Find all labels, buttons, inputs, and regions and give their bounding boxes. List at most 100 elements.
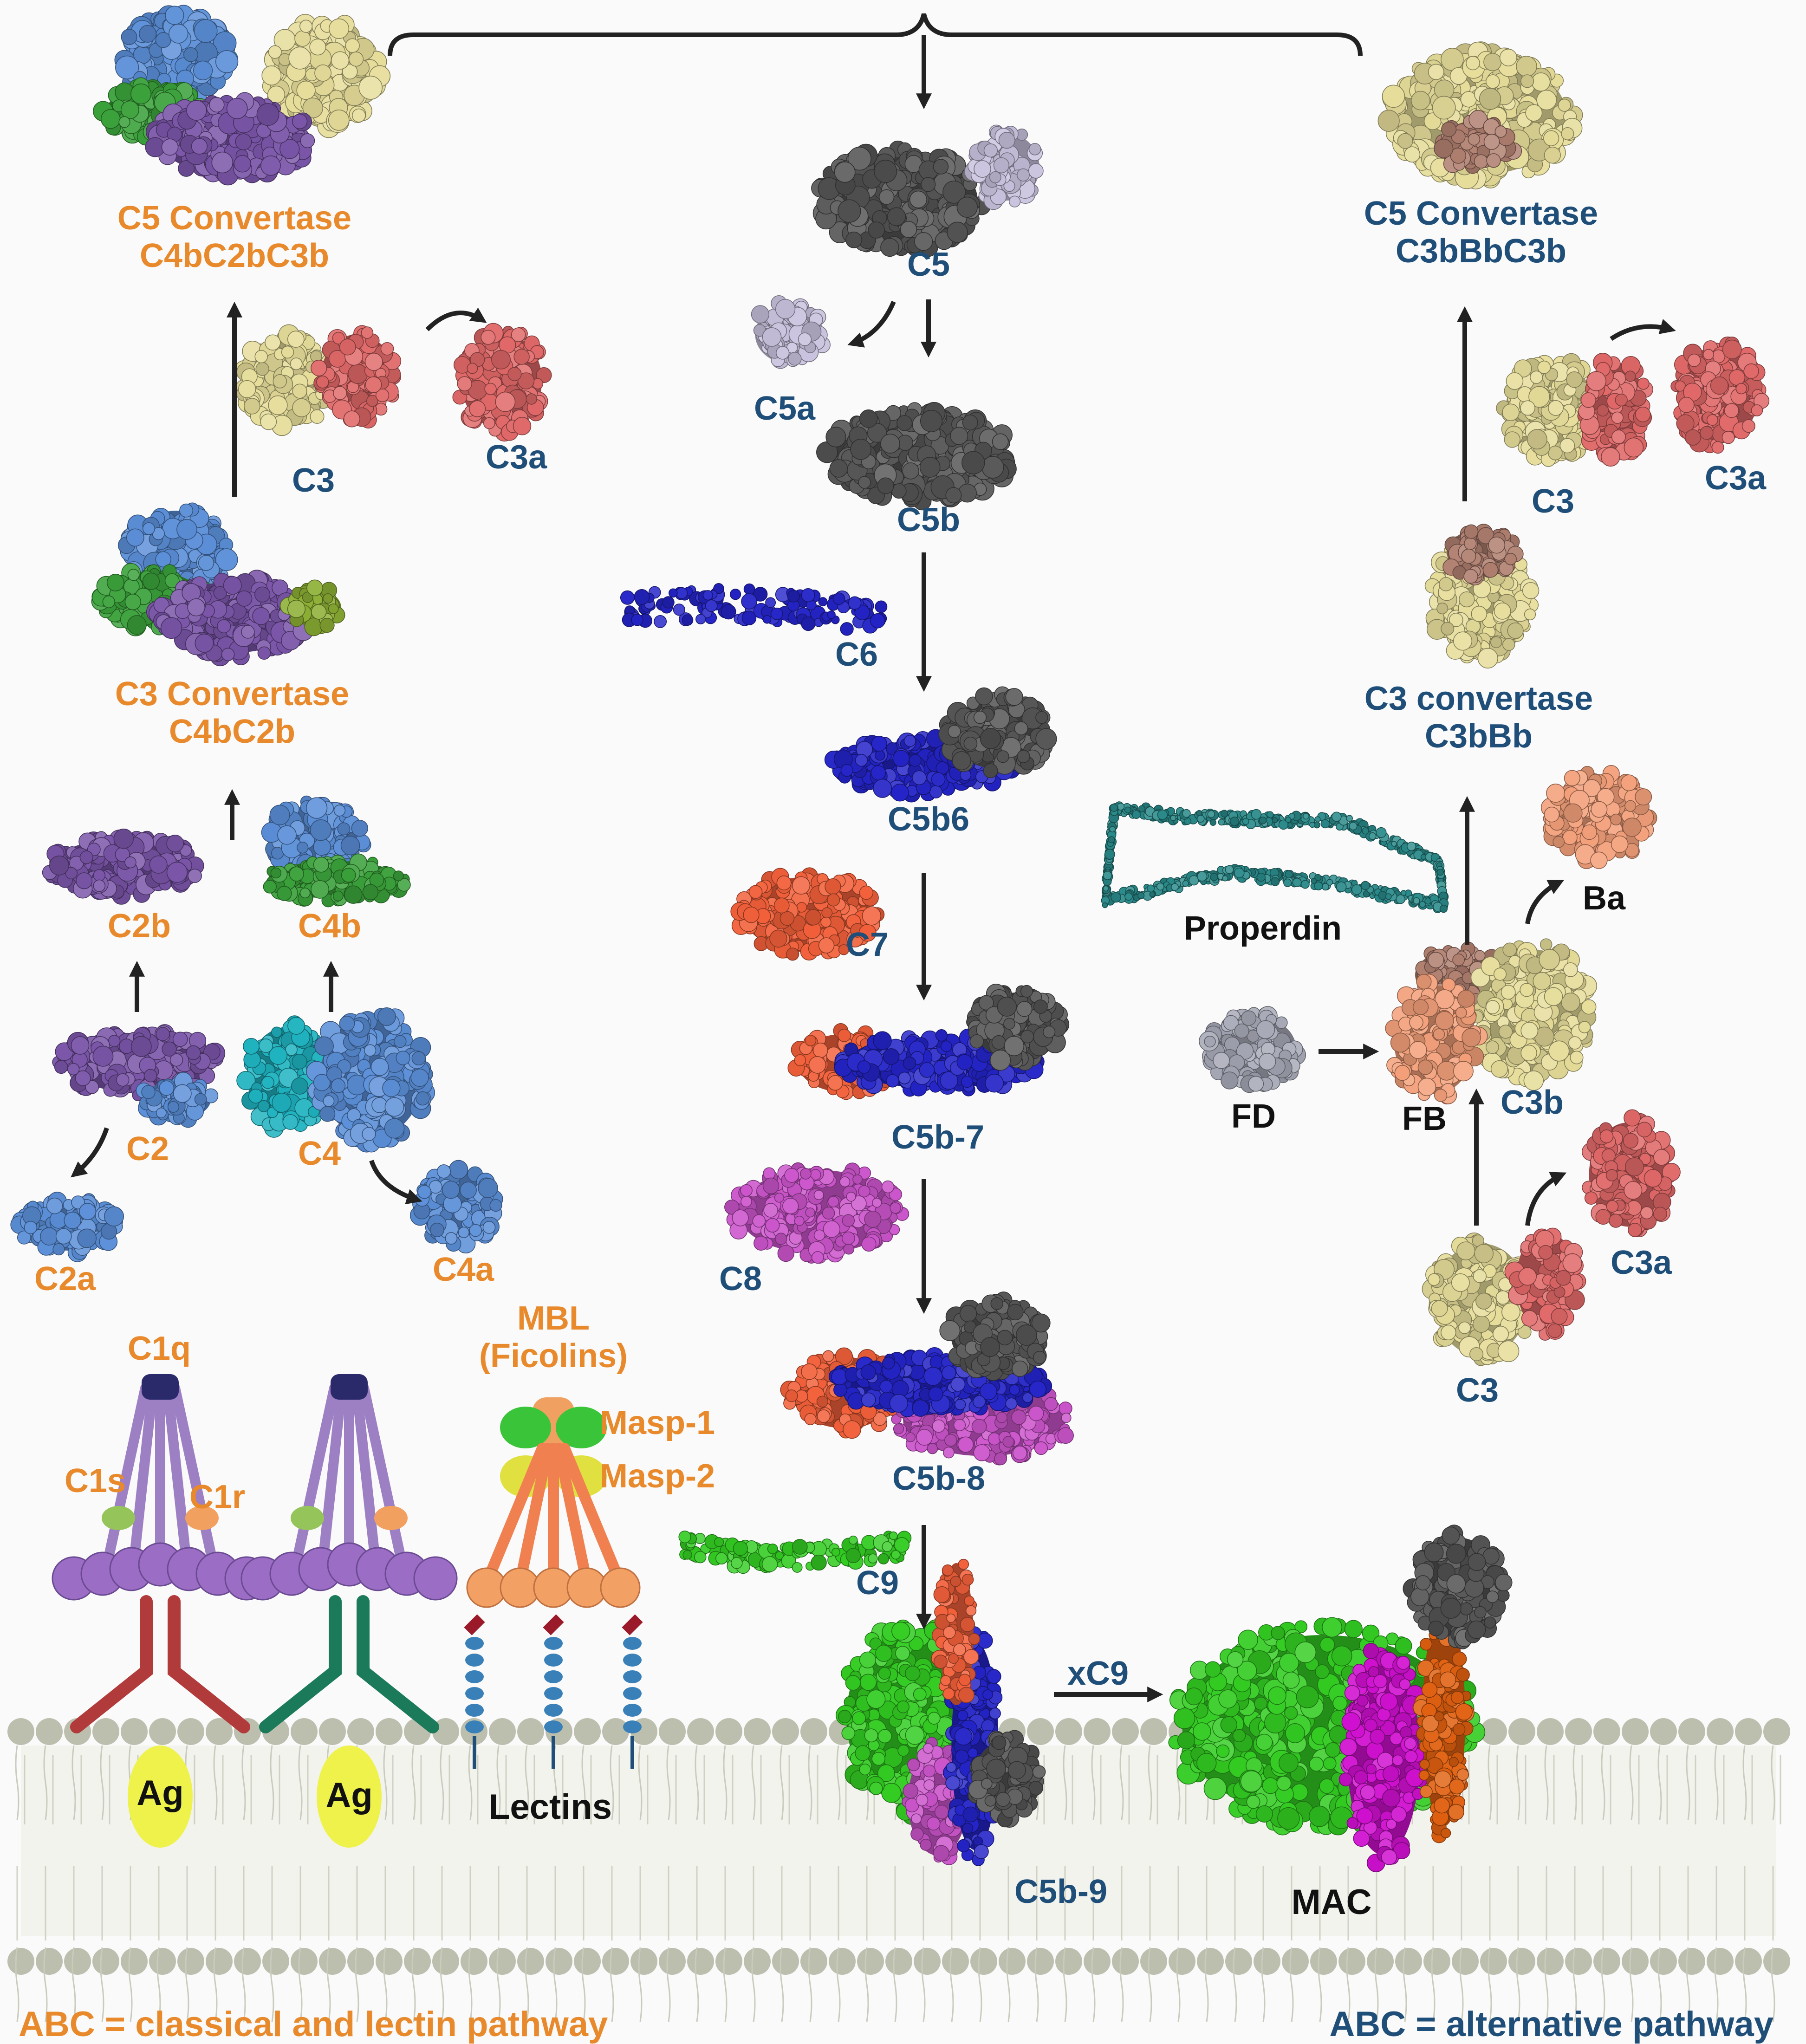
lipid-head — [914, 1948, 941, 1975]
label-ag-2: Ag — [325, 1776, 372, 1815]
c5a-protein — [752, 296, 831, 369]
label-mbl: MBL(Ficolins) — [479, 1300, 628, 1375]
lectin-receptor-bead — [465, 1637, 484, 1650]
lipid-head — [1622, 1718, 1649, 1745]
lipid-head — [602, 1718, 629, 1745]
lipid-head — [546, 1948, 572, 1975]
lipid-head — [659, 1718, 686, 1745]
lipid-head — [744, 1948, 771, 1975]
lipid-head — [1140, 1718, 1167, 1745]
c1s-domain — [291, 1506, 324, 1530]
lipid-head — [432, 1948, 459, 1975]
lipid-head — [1650, 1718, 1677, 1745]
lipid-head — [1282, 1948, 1309, 1975]
label-c3a-alt-bottom: C3a — [1611, 1244, 1672, 1282]
lipid-head — [234, 1948, 261, 1975]
arrow-to-c3a-alt-bottom — [1527, 1174, 1562, 1226]
c5b6-gray — [939, 687, 1057, 778]
label-c5b6: C5b6 — [888, 801, 969, 838]
lipid-head — [206, 1948, 233, 1975]
lectin-ligand — [543, 1614, 564, 1635]
lipid-head — [1310, 1948, 1337, 1975]
lipid-head — [1112, 1948, 1139, 1975]
lectin-receptor-bead — [623, 1687, 642, 1700]
lectin-receptor-bead — [544, 1654, 563, 1667]
lipid-head — [1735, 1718, 1762, 1745]
label-xc9: xC9 — [1067, 1655, 1129, 1693]
lipid-head — [1027, 1948, 1054, 1975]
lipid-head — [149, 1718, 176, 1745]
lectin-receptor-bead — [465, 1654, 484, 1667]
lipid-head — [772, 1718, 799, 1745]
lipid-head — [1537, 1718, 1564, 1745]
label-masp-2: Masp-2 — [600, 1458, 715, 1495]
lectin-receptor-bead — [623, 1720, 642, 1733]
lipid-head — [1055, 1948, 1082, 1975]
properdin-protein — [1101, 802, 1448, 913]
lipid-head — [92, 1718, 119, 1745]
lectin-receptor-bead — [544, 1687, 563, 1700]
label-c5b-7: C5b-7 — [891, 1119, 984, 1156]
lipid-head — [1593, 1718, 1620, 1745]
lipid-head — [970, 1948, 997, 1975]
label-c8: C8 — [719, 1260, 762, 1298]
lipid-tail — [16, 1746, 19, 1820]
lipid-head — [630, 1948, 657, 1975]
masp-1 — [500, 1407, 551, 1448]
lipid-head — [517, 1718, 544, 1745]
lipid-head — [885, 1948, 912, 1975]
lipid-head — [1169, 1948, 1195, 1975]
c3a-alt-top — [1671, 337, 1769, 454]
lipid-head — [659, 1948, 686, 1975]
lipid-head — [64, 1948, 91, 1975]
label-masp-1: Masp-1 — [600, 1404, 715, 1442]
lipid-head — [687, 1718, 714, 1745]
c3a-left — [453, 324, 552, 441]
label-c3-alt-top: C3 — [1532, 483, 1574, 520]
lipid-head — [1084, 1718, 1111, 1745]
lipid-head — [715, 1718, 742, 1745]
c2a-protein — [11, 1192, 123, 1262]
lipid-head — [800, 1948, 827, 1975]
label-c9: C9 — [856, 1564, 899, 1602]
lipid-head — [800, 1718, 827, 1745]
label-c2b: C2b — [108, 908, 171, 945]
lipid-head — [1055, 1718, 1082, 1745]
lipid-head — [1367, 1948, 1394, 1975]
lipid-head — [319, 1948, 346, 1975]
lipid-head — [1707, 1948, 1734, 1975]
mbl-head — [601, 1568, 640, 1607]
arrow-c2-to-c2a — [74, 1128, 107, 1174]
lipid-head — [404, 1948, 431, 1975]
label-fb: FB — [1402, 1100, 1447, 1138]
lipid-head — [291, 1948, 318, 1975]
lipid-head — [1112, 1718, 1139, 1745]
c3b-yellow-complex — [1470, 939, 1597, 1090]
lipid-head — [489, 1948, 516, 1975]
ba-protein — [1541, 766, 1657, 869]
lipid-head — [1197, 1948, 1224, 1975]
lipid-head — [347, 1948, 374, 1975]
label-c1r: C1r — [189, 1479, 245, 1516]
lectin-receptor-bead — [544, 1637, 563, 1650]
lipid-head — [461, 1948, 487, 1975]
label-c1s: C1s — [65, 1462, 126, 1500]
lipid-head — [1565, 1718, 1592, 1745]
lectin-ligand — [464, 1614, 485, 1635]
lipid-head — [1027, 1718, 1054, 1745]
lectin-receptor-bead — [623, 1670, 642, 1683]
lectin-receptor-bead — [623, 1637, 642, 1650]
c1s-domain — [102, 1506, 135, 1530]
lipid-head — [1763, 1948, 1790, 1975]
label-c3b: C3b — [1501, 1084, 1564, 1122]
lipid-head — [262, 1948, 289, 1975]
c1r-domain — [374, 1506, 408, 1530]
lectin-receptor-bead — [465, 1720, 484, 1733]
lipid-head — [149, 1948, 176, 1975]
label-c7: C7 — [846, 926, 889, 964]
lectin-receptor-bead — [544, 1704, 563, 1717]
lipid-head — [1084, 1948, 1111, 1975]
c3a-alt-bottom — [1582, 1110, 1680, 1237]
